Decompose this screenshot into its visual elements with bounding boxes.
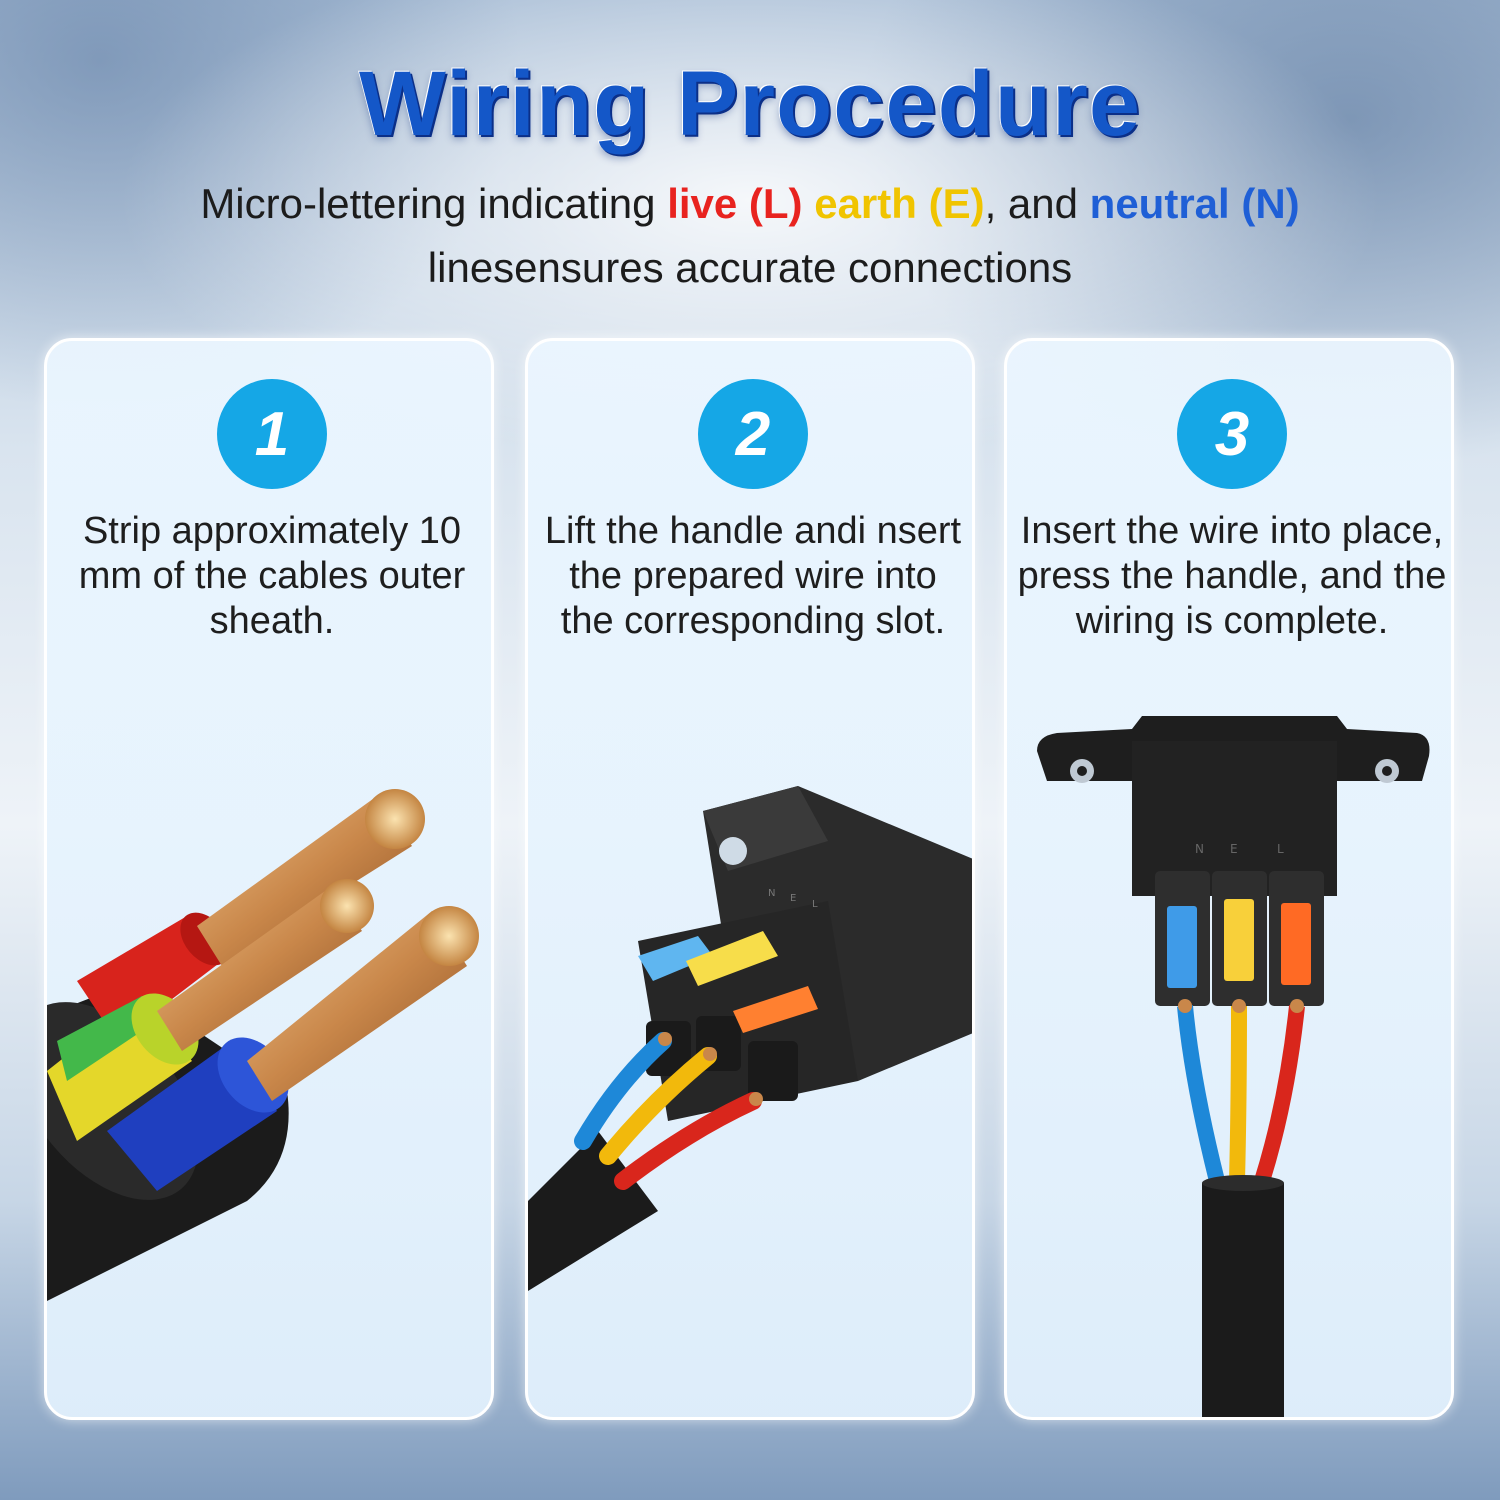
page-title: Wiring Procedure bbox=[359, 53, 1141, 155]
connector-mark-n: N bbox=[1195, 842, 1204, 856]
step-number-badge: 1 bbox=[217, 379, 327, 489]
stripped-cable-illustration bbox=[47, 789, 479, 1301]
subtitle-separator: , and bbox=[984, 180, 1090, 227]
step-description: Insert the wire into place, press the ha… bbox=[1017, 510, 1447, 642]
subtitle-line-2: linesensures accurate connections bbox=[427, 244, 1073, 291]
connector-mark-n: N bbox=[768, 888, 775, 899]
subtitle-prefix: Micro-lettering indicating bbox=[200, 180, 668, 227]
step-card-1: 1 Strip approximately 10 mm of the cable… bbox=[44, 338, 494, 1420]
live-label: live (L) bbox=[667, 180, 803, 227]
connector-mark-l: L bbox=[812, 899, 818, 910]
connector-insertion-illustration: N E L bbox=[528, 786, 972, 1291]
subtitle-line-1: Micro-lettering indicating live (L) eart… bbox=[0, 172, 1500, 236]
step-number-badge: 3 bbox=[1177, 379, 1287, 489]
neutral-label: neutral (N) bbox=[1089, 180, 1300, 227]
step-card-3: 3 Insert the wire into place, press the … bbox=[1004, 338, 1454, 1420]
subtitle: Micro-lettering indicating live (L) eart… bbox=[0, 172, 1500, 300]
step-number-badge: 2 bbox=[698, 379, 808, 489]
earth-label: earth (E) bbox=[814, 180, 985, 227]
step-card-2: 2 Lift the handle andi nsert the prepare… bbox=[525, 338, 975, 1420]
completed-wiring-illustration: N E L bbox=[1037, 716, 1430, 1417]
step-description: Strip approximately 10 mm of the cables … bbox=[78, 510, 466, 642]
step-description: Lift the handle andi nsert the prepared … bbox=[544, 510, 962, 642]
connector-mark-l: L bbox=[1277, 842, 1284, 856]
connector-mark-e: E bbox=[790, 893, 796, 904]
connector-mark-e: E bbox=[1230, 842, 1238, 856]
